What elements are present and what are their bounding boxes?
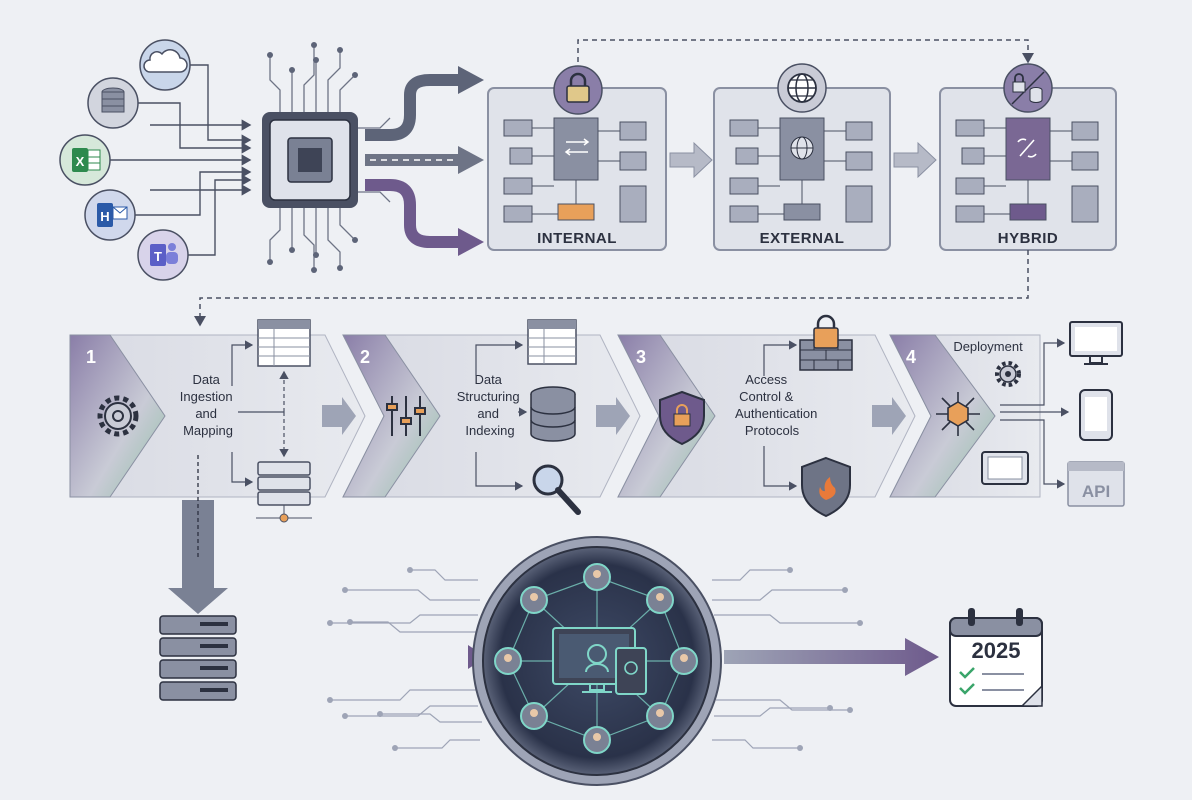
monitor-icon (1069, 321, 1123, 365)
data-sources: X H T (59, 39, 252, 281)
architecture-label: HYBRID (998, 230, 1059, 247)
exchange-icon: H (84, 189, 136, 241)
architecture-label: INTERNAL (537, 230, 617, 247)
user-network-circle (472, 536, 722, 786)
server-rack-icon (159, 615, 237, 701)
svg-text:H: H (100, 209, 109, 224)
calendar-icon: 2025 (949, 608, 1043, 707)
table-icon (527, 319, 577, 365)
database-icon (530, 386, 576, 442)
sliders-icon (386, 396, 426, 436)
top-dashed-connector (577, 39, 1034, 64)
circuit-traces (330, 569, 860, 749)
architecture-panels: INTERNAL EXTERNAL (487, 63, 1117, 251)
deployment-connectors (1000, 338, 1070, 489)
tablet-icon (615, 647, 647, 695)
step-1: 1 Data Ingestion and Mapping (69, 319, 366, 523)
database-icon (87, 77, 139, 129)
step-number: 1 (86, 347, 96, 367)
bottom-flow: 2025 (159, 455, 1043, 786)
cube-network-icon (936, 392, 980, 436)
step-arrow (872, 397, 906, 435)
svg-text:X: X (76, 154, 85, 169)
step-3: 3 Access Control & Authentication Protoc… (617, 314, 916, 518)
step-label: Deployment (953, 339, 1023, 354)
excel-icon: X (59, 134, 111, 186)
architecture-label: EXTERNAL (760, 230, 845, 247)
step-4: 4 Deployment (889, 334, 1041, 498)
table-icon (257, 319, 311, 367)
tablet-icon (981, 451, 1029, 485)
source-connectors (110, 64, 252, 256)
step-number: 2 (360, 347, 370, 367)
step-label: Data Structuring and Indexing (457, 372, 524, 438)
api-window-icon: API (1067, 461, 1125, 507)
phone-icon (1079, 389, 1113, 441)
gear-icon (97, 395, 139, 437)
server-icon (256, 461, 312, 523)
api-label: API (1082, 482, 1110, 501)
step-label: Access Control & Authentication Protocol… (735, 372, 821, 438)
step-arrow (596, 397, 630, 435)
processor-chip-icon (262, 42, 391, 273)
architecture-panel-external: EXTERNAL (713, 63, 891, 251)
globe-icon (787, 73, 817, 103)
step-number: 3 (636, 347, 646, 367)
step-arrow (322, 397, 356, 435)
right-arrow (724, 638, 939, 676)
gear-icon (995, 361, 1021, 387)
calendar-year: 2025 (972, 638, 1021, 663)
step-2: 2 Data Structuring and Indexing (342, 319, 641, 515)
middle-dashed-connector (194, 250, 1029, 327)
architecture-panel-hybrid: HYBRID (939, 63, 1117, 251)
architecture-panel-internal: INTERNAL (487, 65, 667, 251)
shield-lock-icon (659, 390, 705, 446)
svg-text:T: T (154, 249, 162, 264)
chip-output-flows (365, 66, 484, 256)
lock-icon (566, 72, 590, 103)
cloud-icon (139, 39, 191, 91)
firewall-lock-icon (799, 314, 853, 371)
step-number: 4 (906, 347, 916, 367)
teams-icon: T (137, 229, 189, 281)
shield-fire-icon (801, 456, 851, 518)
panel-arrows (669, 141, 937, 179)
step-label: Data Ingestion and Mapping (180, 372, 236, 438)
magnifier-icon (532, 464, 581, 515)
process-steps: 1 Data Ingestion and Mapping (69, 314, 1125, 523)
lock-database-icon (1011, 71, 1045, 105)
